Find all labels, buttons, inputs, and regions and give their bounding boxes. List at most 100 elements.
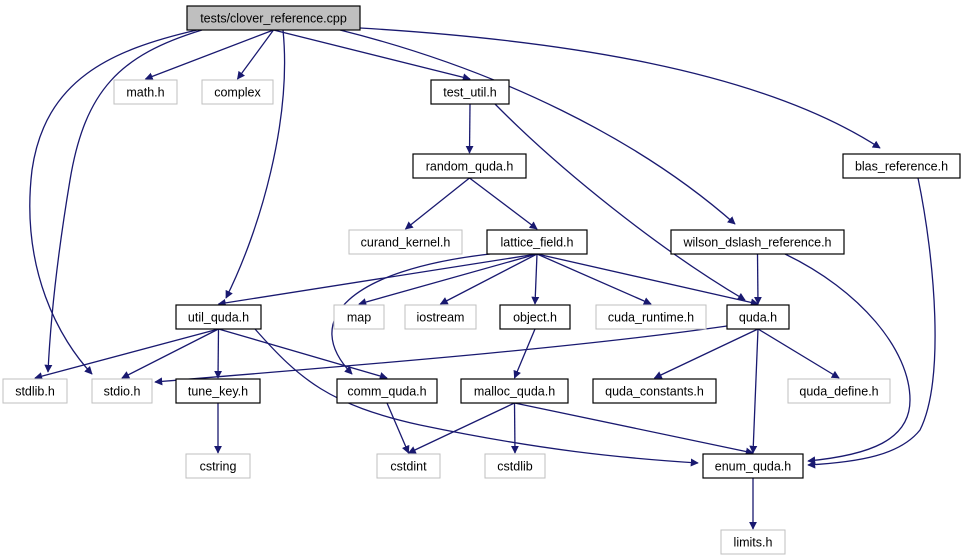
node-box (336, 378, 438, 404)
node-box (670, 229, 845, 255)
node-label: cstdlib (497, 460, 532, 474)
node-stdlib-h: stdlib.h (2, 378, 68, 404)
edge-util-quda-h-to-tune-key-h (214, 328, 223, 379)
edge-lattice-field-h-to-iostream (439, 253, 538, 305)
edge-blas-reference-h-to-enum-quda-h (807, 177, 936, 469)
node-quda-define-h: quda_define.h (787, 378, 891, 404)
edge-quda-h-to-quda-define-h (757, 328, 840, 379)
node-object-h[interactable]: object.h (499, 304, 571, 330)
edge-util-quda-h-to-stdio-h (121, 328, 219, 379)
node-box (430, 79, 510, 105)
edge-object-h-to-malloc-quda-h (513, 328, 536, 379)
edge-clover-reference-cpp-to-wilson-dslash-reference-h (339, 29, 736, 225)
node-box (412, 153, 527, 179)
node-box (185, 453, 251, 479)
node-label: object.h (513, 311, 557, 325)
node-lattice-field-h[interactable]: lattice_field.h (486, 229, 588, 255)
node-label: quda_define.h (799, 385, 878, 399)
edge-lattice-field-h-to-util-quda-h (217, 253, 538, 307)
edge-malloc-quda-h-to-cstdint (407, 402, 515, 454)
node-stdio-h: stdio.h (91, 378, 153, 404)
dependency-nodes: tests/clover_reference.cpp math.h complex t… (2, 5, 961, 555)
node-label: iostream (417, 311, 465, 325)
node-limits-h: limits.h (720, 529, 786, 555)
node-box (499, 304, 571, 330)
node-clover-reference-cpp[interactable]: tests/clover_reference.cpp (186, 5, 361, 31)
node-label: lattice_field.h (501, 236, 574, 250)
node-util-quda-h[interactable]: util_quda.h (175, 304, 262, 330)
edge-lattice-field-h-to-comm-quda-h (331, 253, 491, 375)
edge-clover-reference-cpp-to-complex (236, 29, 275, 80)
node-malloc-quda-h[interactable]: malloc_quda.h (460, 378, 569, 404)
node-label: blas_reference.h (855, 160, 948, 174)
edge-lattice-field-h-to-cuda-runtime-h (536, 253, 652, 305)
node-label: comm_quda.h (347, 385, 426, 399)
node-box (201, 79, 274, 105)
edge-lattice-field-h-to-map (358, 253, 538, 306)
node-label: stdlib.h (15, 385, 55, 399)
edge-quda-h-to-stdio-h (154, 325, 728, 386)
edge-wilson-dslash-reference-h-to-quda-h (753, 253, 762, 305)
node-box (787, 378, 891, 404)
node-box (595, 304, 707, 330)
node-box (348, 229, 463, 255)
node-label: curand_kernel.h (361, 236, 451, 250)
node-label: cstring (200, 460, 237, 474)
node-quda-h[interactable]: quda.h (726, 304, 790, 330)
node-label: util_quda.h (188, 311, 249, 325)
node-label: tests/clover_reference.cpp (200, 12, 347, 26)
node-enum-quda-h[interactable]: enum_quda.h (702, 453, 804, 479)
node-test-util-h[interactable]: test_util.h (430, 79, 510, 105)
edge-util-quda-h-to-enum-quda-h (254, 328, 699, 467)
node-box (592, 378, 717, 404)
node-label: malloc_quda.h (474, 385, 555, 399)
edge-clover-reference-cpp-to-test-util-h (273, 29, 471, 82)
node-label: cstdint (390, 460, 427, 474)
node-label: quda.h (739, 311, 777, 325)
node-box (726, 304, 790, 330)
node-iostream: iostream (404, 304, 477, 330)
node-box (2, 378, 68, 404)
node-wilson-dslash-reference-h[interactable]: wilson_dslash_reference.h (670, 229, 845, 255)
edge-clover-reference-cpp-to-util-quda-h (225, 29, 286, 299)
node-box (842, 153, 961, 179)
node-tune-key-h[interactable]: tune_key.h (175, 378, 261, 404)
node-random-quda-h[interactable]: random_quda.h (412, 153, 527, 179)
node-blas-reference-h[interactable]: blas_reference.h (842, 153, 961, 179)
edge-clover-reference-cpp-to-math-h (144, 29, 274, 81)
node-box (186, 5, 361, 31)
node-label: enum_quda.h (715, 460, 792, 474)
node-label: wilson_dslash_reference.h (682, 236, 831, 250)
node-complex: complex (201, 79, 274, 105)
edge-clover-reference-cpp-to-stdio-h (29, 29, 198, 375)
node-label: complex (214, 86, 261, 100)
edge-util-quda-h-to-stdlib-h (34, 328, 219, 381)
node-map: map (333, 304, 385, 330)
edge-comm-quda-h-to-cstdint (386, 402, 410, 454)
node-box (702, 453, 804, 479)
edge-quda-h-to-quda-constants-h (653, 328, 759, 379)
node-math-h: math.h (113, 79, 178, 105)
edge-random-quda-h-to-lattice-field-h (469, 177, 538, 230)
node-label: cuda_runtime.h (608, 311, 694, 325)
node-quda-constants-h[interactable]: quda_constants.h (592, 378, 717, 404)
edge-test-util-h-to-random-quda-h (465, 103, 474, 154)
node-label: math.h (126, 86, 164, 100)
node-cstring: cstring (185, 453, 251, 479)
node-label: map (347, 311, 371, 325)
edge-random-quda-h-to-curand-kernel-h (404, 177, 470, 230)
edge-clover-reference-cpp-to-blas-reference-h (359, 27, 881, 149)
node-label: test_util.h (443, 86, 497, 100)
edge-malloc-quda-h-to-cstdlib (510, 402, 519, 454)
edge-lattice-field-h-to-quda-h (536, 253, 759, 307)
node-box (460, 378, 569, 404)
edge-lattice-field-h-to-object-h (531, 253, 540, 305)
dependency-edges (29, 27, 936, 530)
edge-test-util-h-to-quda-h (494, 103, 746, 301)
node-box (720, 529, 786, 555)
node-box (486, 229, 588, 255)
node-comm-quda-h[interactable]: comm_quda.h (336, 378, 438, 404)
node-label: quda_constants.h (605, 385, 704, 399)
node-box (113, 79, 178, 105)
node-label: stdio.h (104, 385, 141, 399)
